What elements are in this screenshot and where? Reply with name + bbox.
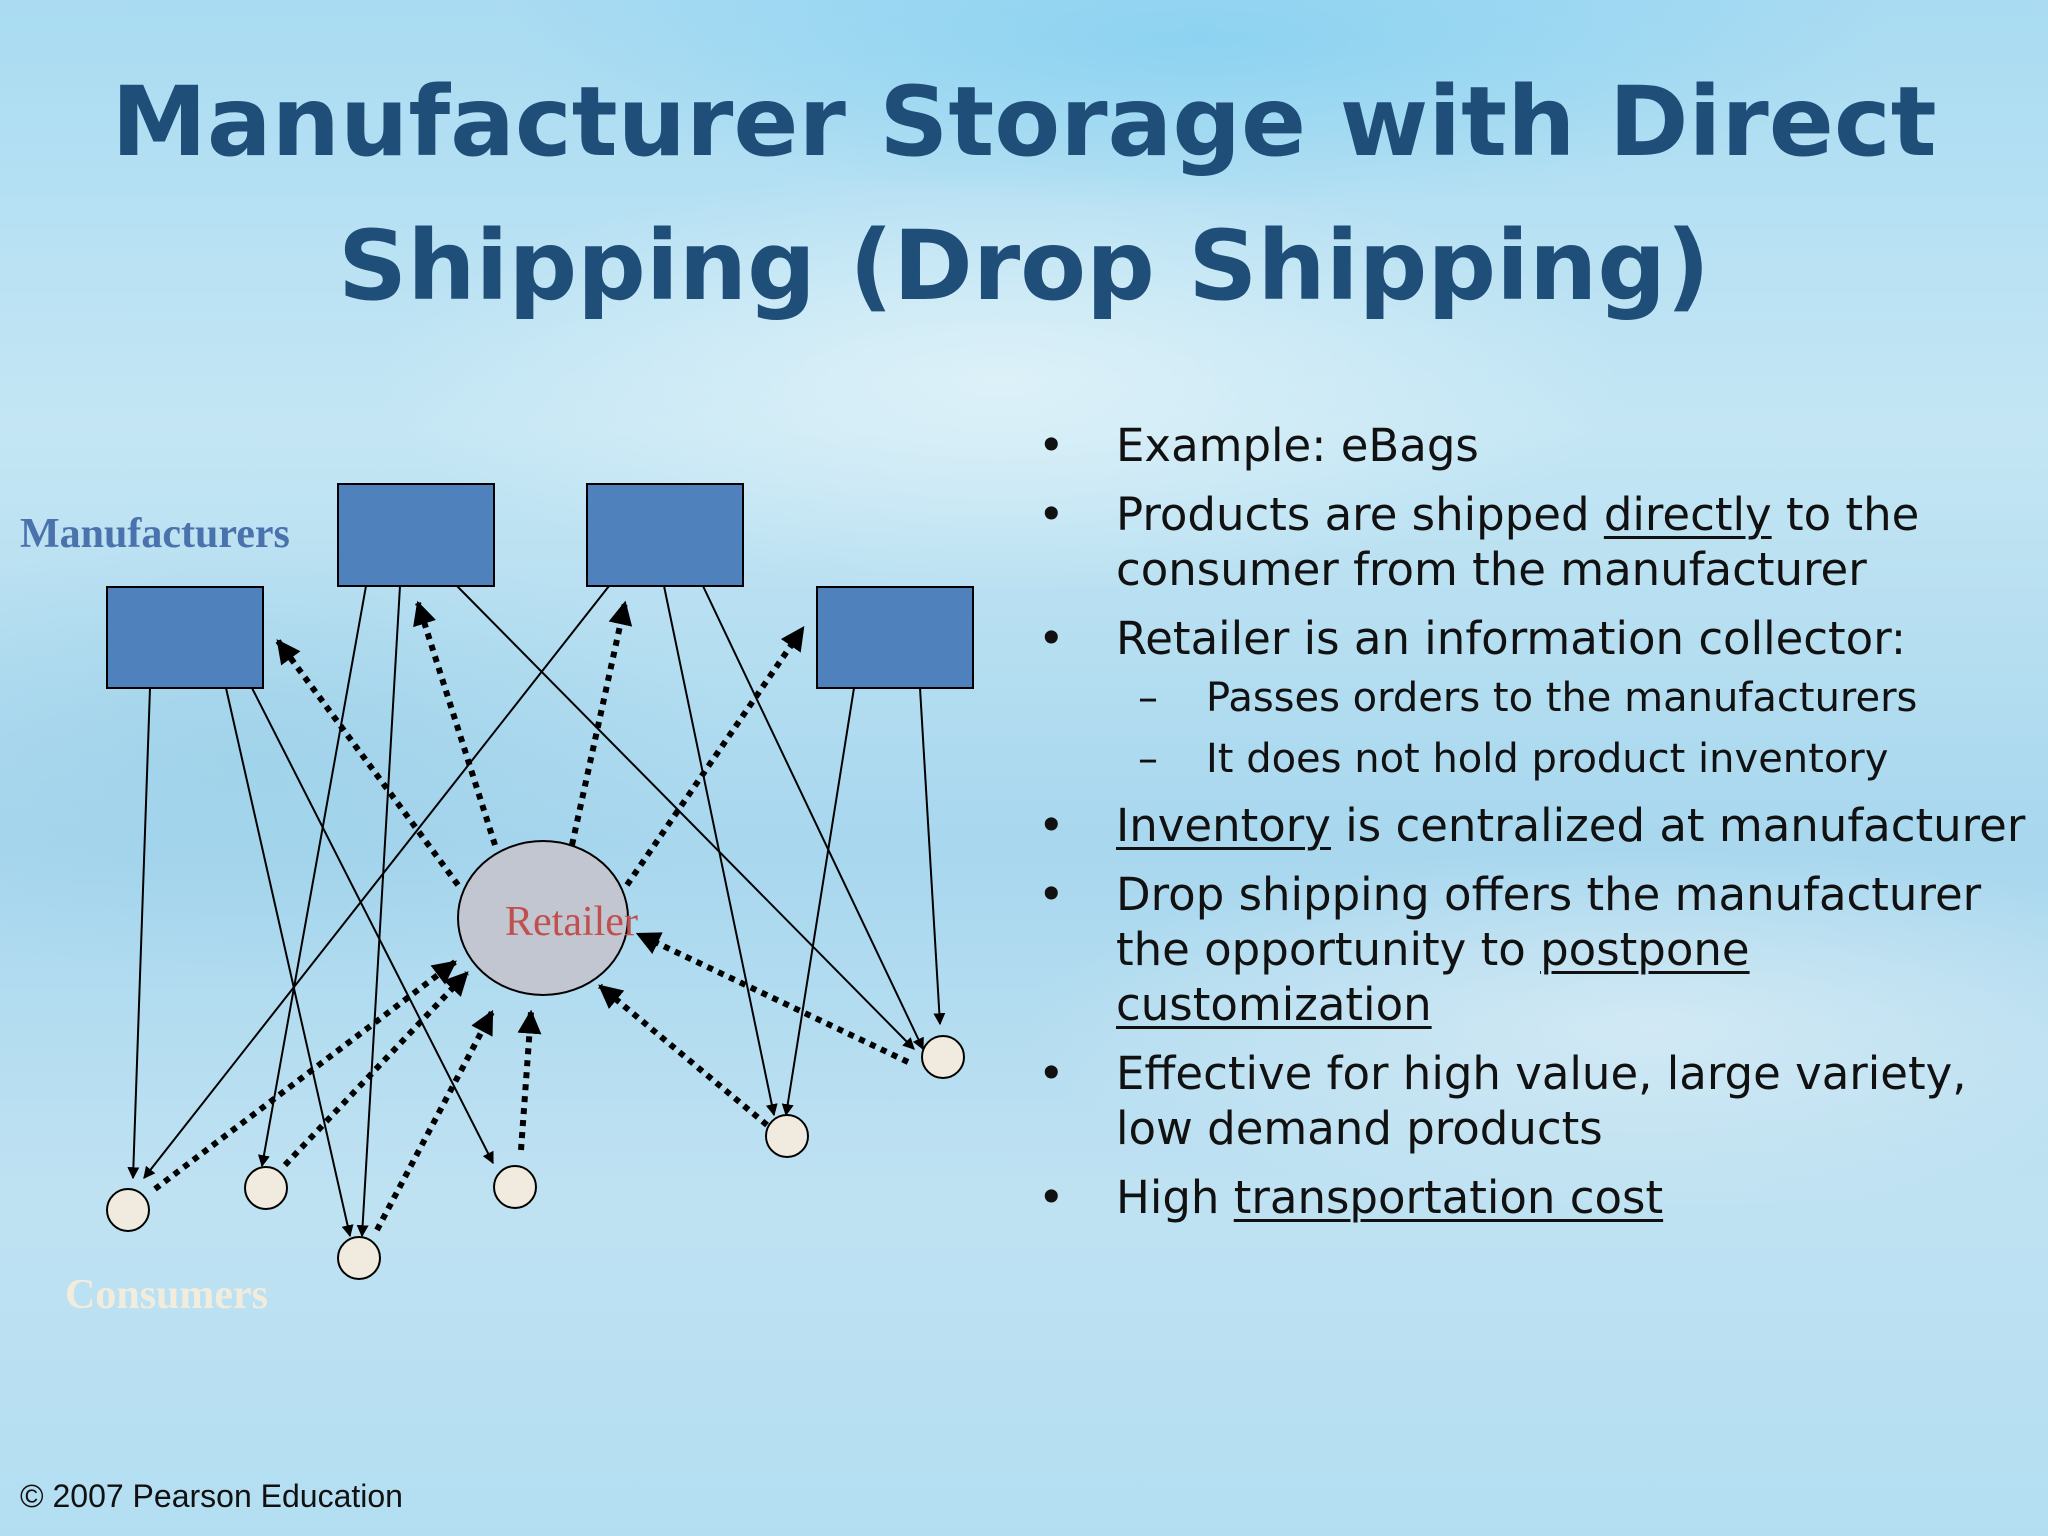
retailer-sub-list: Passes orders to the manufacturers It do… (1020, 674, 2030, 784)
info-retailer-m2 (413, 600, 498, 846)
flow-m1-c1 (127, 687, 151, 1180)
bullet-direct-shipping: Products are shipped directly to the con… (1020, 487, 2030, 597)
bullet-2-text-post: to the consumer from the manufacturer (1116, 488, 1920, 596)
flow-m2-c2 (258, 585, 367, 1168)
flow-m2-c6 (456, 585, 915, 1050)
manufacturer-box (586, 483, 744, 587)
manufacturers-label: Manufacturers (20, 511, 290, 557)
flow-m1-c3 (225, 687, 354, 1238)
retailer-node (457, 840, 629, 996)
flow-m1-c4 (251, 687, 494, 1165)
consumers (106, 1035, 965, 1280)
bullet-2-text-pre: Products are shipped (1116, 488, 1604, 541)
info-c6-retailer (635, 931, 910, 1065)
info-c4-retailer (517, 1009, 542, 1151)
consumer-node (921, 1035, 965, 1079)
bullet-6-text: Effective for high value, large variety,… (1116, 1047, 1967, 1155)
bullet-4-text-post: is centralized at manufacturer (1330, 799, 2026, 852)
manufacturer-box (337, 483, 495, 587)
bullet-4-underlined: Inventory (1116, 799, 1331, 852)
info-c3-retailer (374, 1009, 495, 1232)
flow-m3-c6 (702, 585, 924, 1051)
info-c5-retailer (598, 983, 769, 1128)
sub-bullet-no-inventory: It does not hold product inventory (1020, 735, 2030, 784)
bullet-3-text: Retailer is an information collector: (1116, 612, 1907, 665)
manufacturer-box (106, 586, 264, 689)
consumer-node (106, 1188, 150, 1232)
bullet-list: Example: eBags Products are shipped dire… (1020, 418, 2030, 1239)
bullet-7-text-pre: High (1116, 1171, 1234, 1224)
retailer-label: Retailer (505, 899, 638, 945)
consumer-node (765, 1114, 809, 1158)
info-retailer-m1 (275, 639, 461, 887)
product-flow-arrows (127, 585, 946, 1238)
slide-title: Manufacturer Storage with Direct Shippin… (0, 50, 2048, 338)
bullet-retailer-role: Retailer is an information collector: Pa… (1020, 611, 2030, 784)
slide-title-line-2: Shipping (Drop Shipping) (338, 210, 1710, 322)
bullet-example: Example: eBags (1020, 418, 2030, 473)
sub-bullet-passes-orders: Passes orders to the manufacturers (1020, 674, 2030, 723)
info-retailer-m3 (569, 600, 633, 846)
consumer-node (244, 1166, 288, 1210)
bullet-7-underlined: transportation cost (1233, 1171, 1664, 1224)
drop-shipping-diagram: Manufacturers Retailer Consumers (20, 483, 974, 1318)
slide-title-line-1: Manufacturer Storage with Direct (111, 66, 1937, 178)
flow-m4-c5 (781, 687, 855, 1117)
flow-m4-c6 (919, 687, 946, 1026)
sub-bullet-1-text: Passes orders to the manufacturers (1206, 675, 1918, 721)
bullet-example-text: Example: eBags (1116, 419, 1479, 472)
copyright-footer: © 2007 Pearson Education (20, 1478, 403, 1514)
manufacturers (106, 483, 974, 689)
info-c1-retailer (153, 959, 457, 1192)
flow-m3-c5 (663, 585, 778, 1117)
bullet-5-underlined: postpone customization (1116, 923, 1750, 1031)
info-retailer-m4 (624, 626, 806, 887)
information-flow-arrows (153, 600, 910, 1232)
bullet-inventory-centralized: Inventory is centralized at manufacturer (1020, 798, 2030, 853)
bullet-postpone-customization: Drop shipping offers the manufacturer th… (1020, 867, 2030, 1032)
flow-m2-c3 (356, 585, 401, 1238)
bullet-5-text-pre: Drop shipping offers the manufacturer th… (1116, 868, 1982, 976)
consumer-node (337, 1236, 381, 1280)
info-c2-retailer (282, 970, 470, 1168)
consumers-label: Consumers (65, 1272, 268, 1318)
bullet-2-underlined: directly (1603, 488, 1772, 541)
flow-m3-c1 (143, 585, 610, 1179)
manufacturer-box (816, 586, 974, 689)
sub-bullet-2-text: It does not hold product inventory (1206, 736, 1889, 782)
bullet-effective-for: Effective for high value, large variety,… (1020, 1046, 2030, 1156)
bullet-transportation-cost: High transportation cost (1020, 1170, 2030, 1225)
consumer-node (493, 1165, 537, 1209)
